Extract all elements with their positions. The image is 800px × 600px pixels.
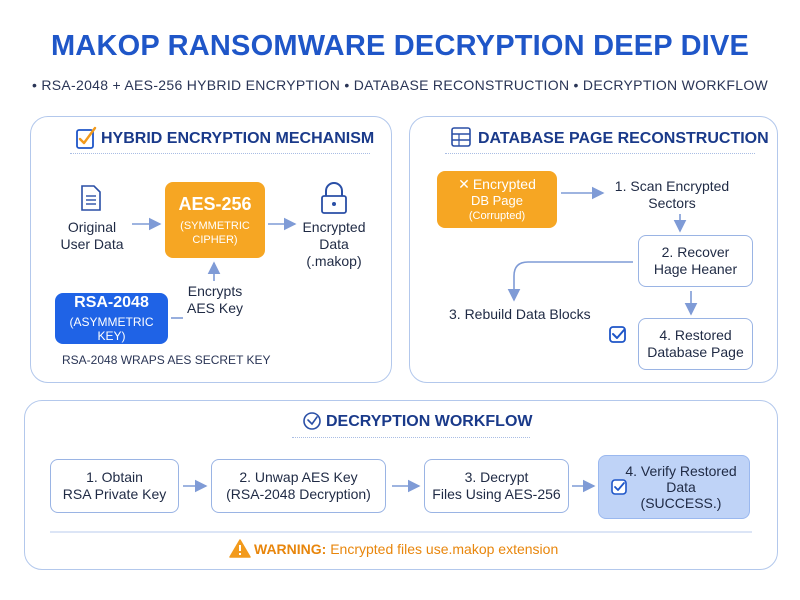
step-scan-encrypted-sectors: 1. Scan Encrypted Sectors [614, 178, 730, 211]
panel1-divider [70, 153, 370, 154]
workflow-step-decrypt-files: 3. Decrypt Files Using AES-256 [424, 459, 569, 513]
step-rebuild-data-blocks: 3. Rebuild Data Blocks [449, 306, 591, 322]
step-recover-header-box: 2. Recover Hage Heaner [638, 235, 753, 287]
padlock-icon [321, 182, 347, 214]
warning-label: WARNING: [254, 541, 327, 557]
rsa-2048-box: RSA-2048 (ASYMMETRIC KEY) [55, 293, 168, 344]
warning-triangle-icon [229, 539, 251, 558]
encrypted-db-page-box: ✕Encrypted DB Page (Corrupted) [437, 171, 557, 228]
rsa-wraps-caption: RSA-2048 WRAPS AES SECRET KEY [62, 353, 271, 367]
panel2-divider [445, 153, 755, 154]
document-icon [81, 185, 101, 211]
chevron-circle-icon [303, 412, 321, 430]
panel2-title: DATABASE PAGE RECONSTRUCTION [478, 130, 769, 147]
panel1-title: HYBRID ENCRYPTION MECHANISM [101, 130, 375, 147]
panel3-divider [292, 437, 530, 438]
step-restored-page-box: 4. Restored Database Page [638, 318, 753, 370]
arrow-recover-to-rebuild [507, 261, 633, 302]
workflow-step-obtain-key: 1. Obtain RSA Private Key [50, 459, 179, 513]
checklist-icon [76, 126, 97, 149]
page-title: MAKOP RANSOMWARE DECRYPTION DEEP DIVE [50, 30, 750, 62]
database-table-icon [451, 127, 471, 147]
panel3-title: DECRYPTION WORKFLOW [326, 413, 533, 430]
encrypted-data-label: Encrypted Data (.makop) [302, 219, 366, 269]
x-mark-icon: ✕ [458, 176, 470, 192]
aes-256-box: AES-256 (SYMMETRIC CIPHER) [165, 182, 265, 258]
checkbox-icon [609, 326, 626, 343]
checkbox-icon [611, 479, 627, 495]
encrypts-aes-key-label: Encrypts AES Key [186, 283, 244, 316]
original-data-label: Original User Data [60, 219, 124, 252]
page-subtitle: • RSA-2048 + AES-256 HYBRID ENCRYPTION •… [31, 77, 769, 93]
warning-message: WARNING: Encrypted files use.makop exten… [254, 541, 558, 557]
workflow-step-unwrap-aes: 2. Unwap AES Key (RSA-2048 Decryption) [211, 459, 386, 513]
warning-text: Encrypted files use.makop extension [330, 541, 559, 557]
